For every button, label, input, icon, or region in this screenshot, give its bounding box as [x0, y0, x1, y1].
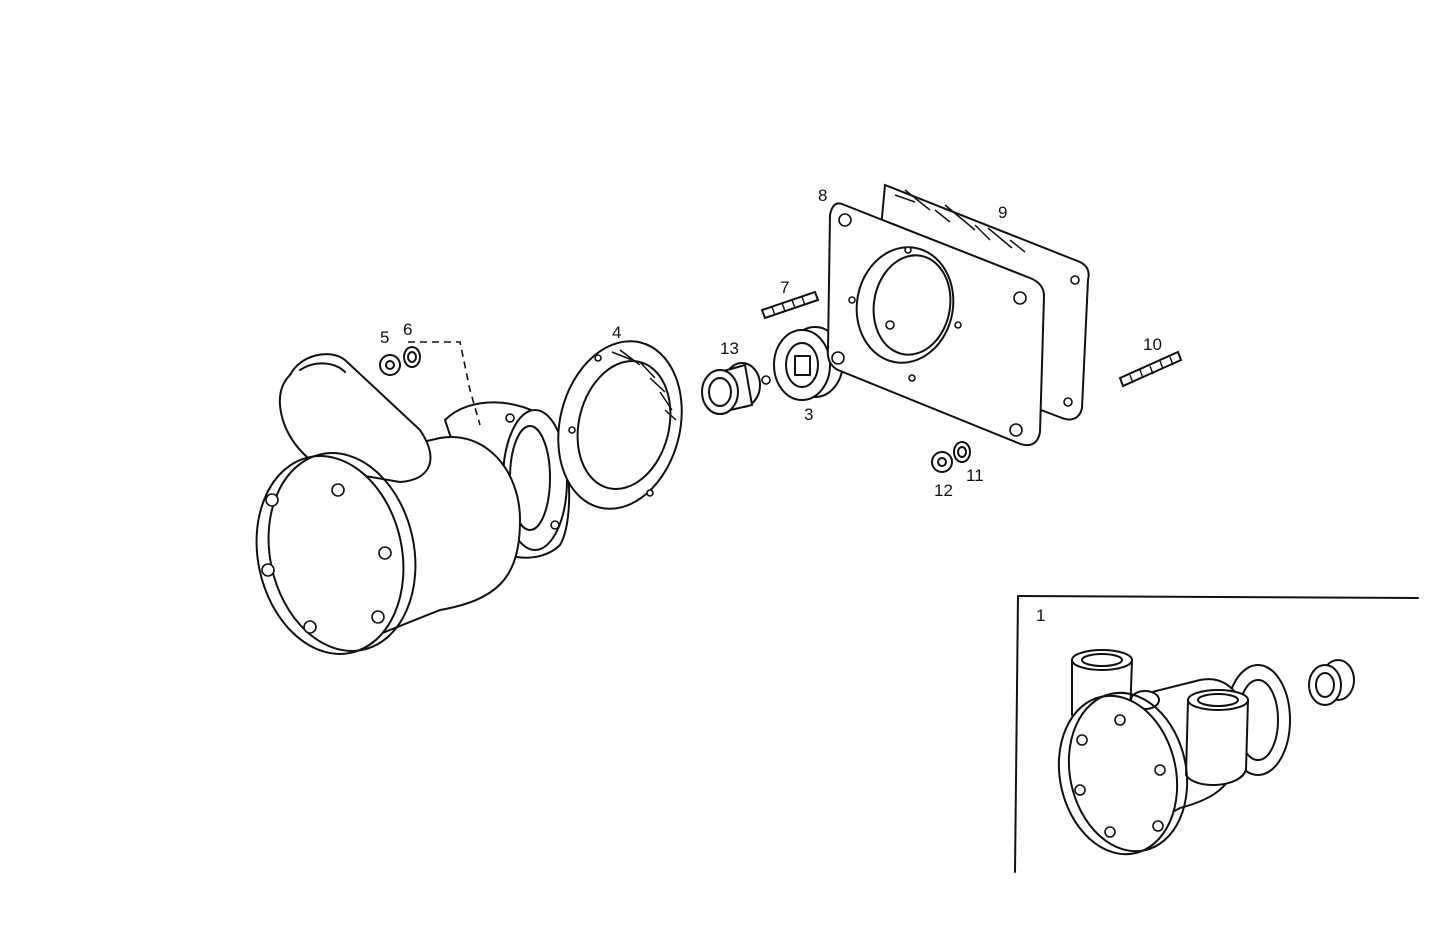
nut-part-5	[379, 354, 401, 376]
stud-part-7	[760, 290, 820, 320]
stud-part-10	[1118, 350, 1183, 388]
callout-6: 6	[403, 320, 412, 339]
callout-9: 9	[998, 203, 1007, 222]
callout-13: 13	[720, 339, 739, 358]
bearing-part-3	[773, 326, 844, 401]
callout-8: 8	[818, 186, 827, 205]
callout-10: 10	[1143, 335, 1162, 354]
pump-body	[255, 341, 575, 655]
callout-11: 11	[966, 466, 984, 485]
washer-part-11	[953, 441, 971, 463]
callout-7: 7	[780, 278, 789, 297]
callout-12: 12	[934, 481, 953, 500]
bushing-part-13	[701, 362, 771, 415]
gasket-ring-part-4	[557, 340, 683, 510]
assembled-pump-inset	[1014, 595, 1419, 873]
callout-1: 1	[1036, 606, 1045, 625]
washer-part-6	[403, 346, 421, 368]
mounting-plate-part-8	[826, 202, 1046, 447]
nut-part-12	[931, 451, 953, 473]
callout-5: 5	[380, 328, 389, 347]
callout-4: 4	[612, 323, 621, 342]
callout-3: 3	[804, 405, 813, 424]
